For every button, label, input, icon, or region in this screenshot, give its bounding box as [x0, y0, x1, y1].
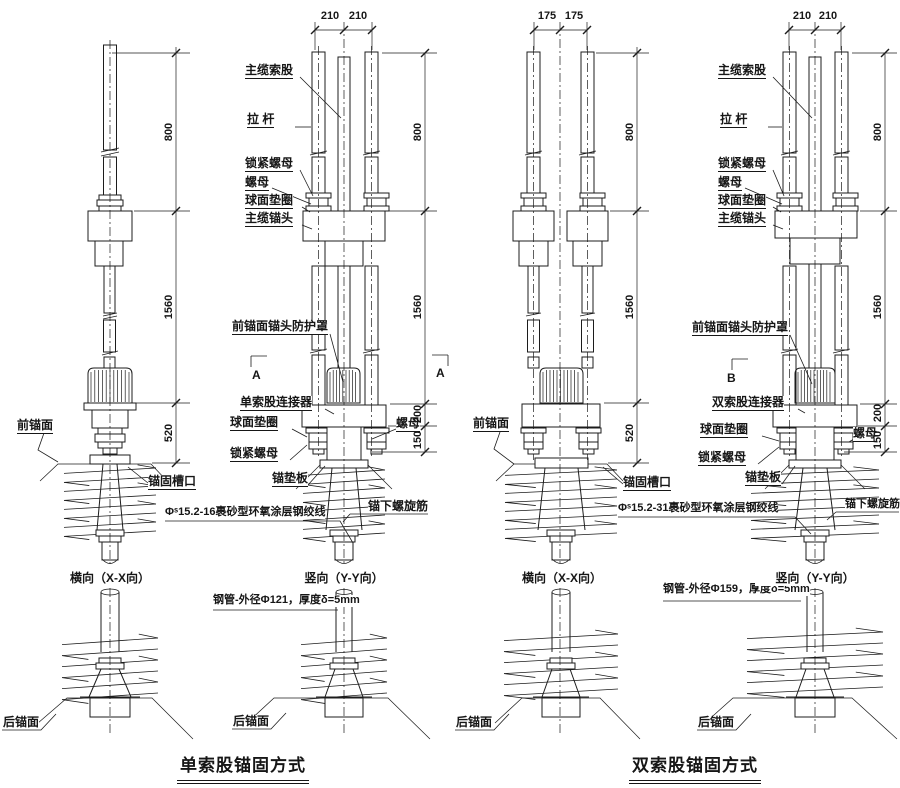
- main-cable-strand-label: 主缆索股: [245, 63, 294, 79]
- dim-150: 150: [412, 430, 424, 450]
- strand-31-note: Φˢ15.2-31裹砂型环氧涂层钢绞线: [618, 502, 779, 515]
- spherical-washer-label: 球面垫圈: [718, 193, 767, 209]
- section-marks: [250, 354, 748, 370]
- main-cable-strand-label: 主缆索股: [718, 63, 767, 79]
- spherical-washer-label: 球面垫圈: [230, 415, 279, 431]
- front-anchor-face-label: 前锚面: [473, 416, 510, 432]
- pipe-159-note: 钢管-外径Φ159，厚度δ=5mm: [663, 583, 810, 596]
- main-cable-anchor-head-label: 主缆锚头: [245, 211, 294, 227]
- dim-210: 210: [320, 10, 340, 22]
- lock-nut-label: 锁紧螺母: [245, 156, 294, 172]
- rear-anchor-face-label: 后锚面: [3, 715, 40, 729]
- dim-1560: 1560: [872, 294, 884, 320]
- nut-label: 螺母: [396, 416, 421, 432]
- rear-anchor-face-label: 后锚面: [233, 714, 270, 728]
- dim-800: 800: [163, 122, 175, 142]
- lock-nut-label: 锁紧螺母: [698, 450, 747, 466]
- section-mark-a: A: [252, 368, 261, 382]
- section-mark-a: A: [436, 366, 445, 380]
- assembly-single-xx: [37, 44, 194, 740]
- view-caption-xx: 横向（X-X向）: [502, 569, 622, 586]
- double-strand-connector-label: 双索股连接器: [712, 395, 785, 411]
- assembly-double-xx: [494, 51, 641, 740]
- dim-1560: 1560: [412, 294, 424, 320]
- dim-175: 175: [564, 10, 584, 22]
- lock-nut-label: 锁紧螺母: [230, 446, 279, 462]
- anchor-slot-label: 锚固槽口: [623, 475, 672, 491]
- dim-210: 210: [792, 10, 812, 22]
- dimension-chains: [112, 22, 897, 468]
- dim-800: 800: [624, 122, 636, 142]
- title-single-strand-anchoring: 单索股锚固方式: [177, 751, 309, 784]
- rear-anchor-face-label: 后锚面: [456, 715, 493, 729]
- dim-800: 800: [412, 122, 424, 142]
- centerlines: [109, 22, 842, 733]
- dim-210: 210: [348, 10, 368, 22]
- anchor-slot-label: 锚固槽口: [148, 474, 197, 490]
- front-anchor-face-label: 前锚面: [17, 418, 54, 434]
- anchor-head-cover-label: 前锚面锚头防护罩: [692, 320, 789, 336]
- nut-label: 螺母: [853, 426, 878, 442]
- pipe-121-note: 钢管-外径Φ121，厚度δ=5mm: [213, 594, 360, 607]
- view-caption-yy: 竖向（Y-Y向）: [284, 569, 404, 586]
- view-caption-yy: 竖向（Y-Y向）: [755, 569, 875, 586]
- dim-210: 210: [818, 10, 838, 22]
- dim-200: 200: [872, 403, 884, 423]
- dim-150: 150: [872, 430, 884, 450]
- rear-anchor-face-label: 后锚面: [698, 715, 735, 729]
- nut-label: 螺母: [718, 175, 743, 191]
- nut-label: 螺母: [245, 175, 270, 191]
- spherical-washer-label: 球面垫圈: [245, 193, 294, 209]
- spiral-rebar-label: 锚下螺旋筋: [845, 498, 900, 511]
- tie-rod-label: 拉 杆: [247, 112, 275, 128]
- dim-520: 520: [624, 423, 636, 443]
- main-cable-anchor-head-label: 主缆锚头: [718, 211, 767, 227]
- dim-200: 200: [412, 404, 424, 424]
- dim-520: 520: [163, 423, 175, 443]
- spiral-rebar-label: 锚下螺旋筋: [368, 499, 429, 513]
- anchor-plate-label: 锚垫板: [745, 470, 782, 486]
- dim-175: 175: [537, 10, 557, 22]
- title-double-strand-anchoring: 双索股锚固方式: [629, 751, 761, 784]
- dim-800: 800: [872, 122, 884, 142]
- lock-nut-label: 锁紧螺母: [718, 156, 767, 172]
- dim-1560: 1560: [163, 294, 175, 320]
- tie-rod-label: 拉 杆: [720, 112, 748, 128]
- single-strand-connector-label: 单索股连接器: [240, 395, 313, 411]
- dim-1560: 1560: [624, 294, 636, 320]
- strand-16-note: Φˢ15.2-16裹砂型环氧涂层钢绞线: [165, 506, 326, 519]
- anchor-plate-label: 锚垫板: [272, 471, 309, 487]
- spherical-washer-label: 球面垫圈: [700, 422, 749, 438]
- leader-lines: [2, 76, 899, 731]
- section-mark-b: B: [727, 371, 736, 385]
- view-caption-xx: 横向（X-X向）: [50, 569, 170, 586]
- anchor-head-cover-label: 前锚面锚头防护罩: [232, 319, 329, 335]
